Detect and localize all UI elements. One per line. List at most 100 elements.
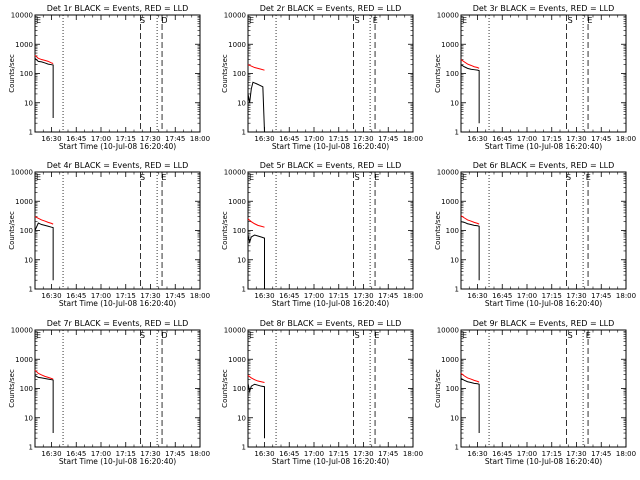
event-marker-label: D: [161, 331, 167, 340]
event-marker-label: D: [161, 16, 167, 25]
x-tick-label: 16:45: [279, 135, 299, 143]
y-tick-label: 10000: [224, 327, 246, 335]
x-tick-label: 18:00: [403, 450, 423, 458]
y-tick-label: 10000: [437, 12, 459, 20]
x-tick-label: 17:45: [165, 135, 185, 143]
y-tick-label: 100: [233, 385, 246, 393]
x-tick-label: 16:45: [492, 292, 512, 300]
x-tick-label: 17:15: [116, 135, 136, 143]
lld-series-line: [34, 369, 54, 380]
y-axis-label: Counts/sec: [434, 54, 442, 93]
chart-title: Det 3r BLACK = Events, RED = LLD: [473, 4, 615, 13]
x-tick-label: 16:30: [41, 135, 61, 143]
x-tick-label: 18:00: [190, 450, 210, 458]
y-axis-label: Counts/sec: [8, 211, 16, 250]
x-tick-label: 16:45: [66, 292, 86, 300]
x-tick-label: 16:45: [492, 135, 512, 143]
y-tick-label: 1000: [441, 198, 459, 206]
y-tick-label: 10: [24, 99, 33, 107]
x-axis-label: Start Time (10-Jul-08 16:20:40): [272, 142, 389, 151]
y-tick-label: 100: [446, 227, 459, 235]
y-axis-label: Counts/sec: [221, 369, 229, 408]
y-tick-label: 10: [237, 256, 246, 264]
x-tick-label: 17:00: [91, 450, 111, 458]
event-marker-label: E: [36, 331, 41, 340]
event-marker-label: E: [462, 16, 467, 25]
y-tick-label: 10000: [11, 12, 33, 20]
x-tick-label: 16:45: [66, 135, 86, 143]
y-tick-label: 10000: [224, 12, 246, 20]
events-series-line: [34, 222, 54, 281]
chart-panel-3: Det 3r BLACK = Events, RED = LLD11010010…: [434, 4, 636, 151]
x-axis-label: Start Time (10-Jul-08 16:20:40): [272, 299, 389, 308]
events-series-line: [34, 374, 54, 434]
y-tick-label: 10: [24, 414, 33, 422]
x-tick-label: 17:45: [378, 135, 398, 143]
lld-series-line: [460, 215, 480, 225]
event-marker-label: S: [140, 173, 145, 182]
x-axis-label: Start Time (10-Jul-08 16:20:40): [272, 457, 389, 466]
chart-title: Det 5r BLACK = Events, RED = LLD: [260, 161, 402, 170]
chart-panel-8: Det 8r BLACK = Events, RED = LLD11010010…: [221, 319, 423, 466]
y-tick-label: 1: [242, 129, 246, 137]
event-marker-label: S: [566, 173, 571, 182]
y-tick-label: 1: [29, 444, 33, 452]
lld-series-line: [247, 218, 265, 228]
x-tick-label: 16:45: [279, 292, 299, 300]
event-marker-label: E: [586, 331, 591, 340]
x-tick-label: 17:15: [329, 450, 349, 458]
y-tick-label: 10000: [437, 327, 459, 335]
plot-frame: [34, 329, 201, 448]
event-marker-label: S: [568, 16, 573, 25]
x-tick-label: 16:45: [66, 450, 86, 458]
y-tick-label: 10: [450, 256, 459, 264]
y-tick-label: 10000: [437, 169, 459, 177]
x-tick-label: 17:15: [116, 450, 136, 458]
lld-series-line: [460, 372, 480, 383]
x-tick-label: 17:30: [566, 135, 586, 143]
x-axis-label: Start Time (10-Jul-08 16:20:40): [485, 299, 602, 308]
event-marker-label: E: [462, 331, 467, 340]
y-tick-label: 100: [20, 70, 33, 78]
x-tick-label: 18:00: [190, 292, 210, 300]
event-marker-label: E: [374, 173, 379, 182]
chart-panel-2: Det 2r BLACK = Events, RED = LLD11010010…: [221, 4, 423, 151]
x-tick-label: 18:00: [403, 135, 423, 143]
plot-frame: [460, 329, 627, 448]
x-axis-label: Start Time (10-Jul-08 16:20:40): [59, 457, 176, 466]
y-axis-label: Counts/sec: [221, 211, 229, 250]
x-tick-label: 16:30: [41, 292, 61, 300]
y-tick-label: 1000: [228, 198, 246, 206]
y-tick-label: 100: [233, 227, 246, 235]
chart-title: Det 7r BLACK = Events, RED = LLD: [47, 319, 189, 328]
events-series-line: [460, 378, 480, 434]
x-tick-label: 17:30: [566, 450, 586, 458]
x-tick-label: 17:00: [517, 135, 537, 143]
event-marker-label: S: [140, 331, 145, 340]
x-tick-label: 17:15: [542, 450, 562, 458]
chart-panel-7: Det 7r BLACK = Events, RED = LLD11010010…: [8, 319, 210, 466]
lld-series-line: [34, 216, 54, 225]
chart-title: Det 8r BLACK = Events, RED = LLD: [260, 319, 402, 328]
y-tick-label: 100: [20, 227, 33, 235]
chart-panel-1: Det 1r BLACK = Events, RED = LLD11010010…: [8, 4, 210, 151]
x-tick-label: 17:45: [591, 135, 611, 143]
x-axis-label: Start Time (10-Jul-08 16:20:40): [485, 457, 602, 466]
event-marker-label: S: [355, 331, 360, 340]
chart-panel-4: Det 4r BLACK = Events, RED = LLD11010010…: [8, 161, 210, 308]
y-tick-label: 10: [450, 99, 459, 107]
x-tick-label: 17:15: [329, 135, 349, 143]
lld-series-line: [34, 54, 54, 64]
event-marker-label: E: [249, 173, 254, 182]
x-tick-label: 16:30: [254, 450, 274, 458]
y-tick-label: 1000: [228, 41, 246, 49]
x-tick-label: 17:15: [542, 292, 562, 300]
lld-series-line: [247, 375, 265, 384]
event-marker-label: S: [355, 16, 360, 25]
plot-frame: [34, 14, 201, 133]
y-tick-label: 100: [20, 385, 33, 393]
event-marker-label: E: [36, 16, 41, 25]
x-tick-label: 17:30: [353, 450, 373, 458]
chart-title: Det 6r BLACK = Events, RED = LLD: [473, 161, 615, 170]
